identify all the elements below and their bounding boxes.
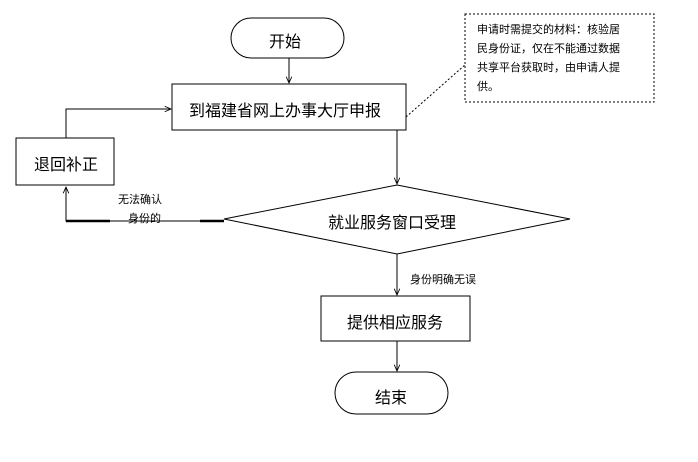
- start-label: 开始: [269, 32, 302, 51]
- end-label: 结束: [375, 388, 408, 407]
- accept-label: 就业服务窗口受理: [328, 213, 457, 232]
- arrow-return-to-apply: [65, 109, 171, 138]
- note-line-4: 供。: [477, 80, 499, 93]
- start-terminal: [230, 17, 345, 59]
- return-label: 退回补正: [34, 155, 99, 174]
- unable-label-line2: 身份的: [128, 212, 161, 225]
- note-line-1: 申请时需提交的材料：核验居: [477, 23, 620, 36]
- note-line-2: 民身份证，仅在不能通过数据: [477, 42, 620, 55]
- apply-box: [171, 83, 407, 131]
- apply-label: 到福建省网上办事大厅申报: [189, 101, 382, 120]
- note-line-3: 共享平台获取时，由申请人提: [477, 61, 620, 74]
- note-box: [464, 13, 655, 103]
- note-connector: [405, 63, 467, 118]
- return-box: [15, 137, 115, 186]
- end-terminal: [334, 371, 449, 415]
- service-label: 提供相应服务: [347, 313, 444, 332]
- confirmed-label: 身份明确无误: [410, 273, 476, 286]
- service-box: [320, 295, 471, 342]
- unable-label-line1: 无法确认: [118, 193, 162, 206]
